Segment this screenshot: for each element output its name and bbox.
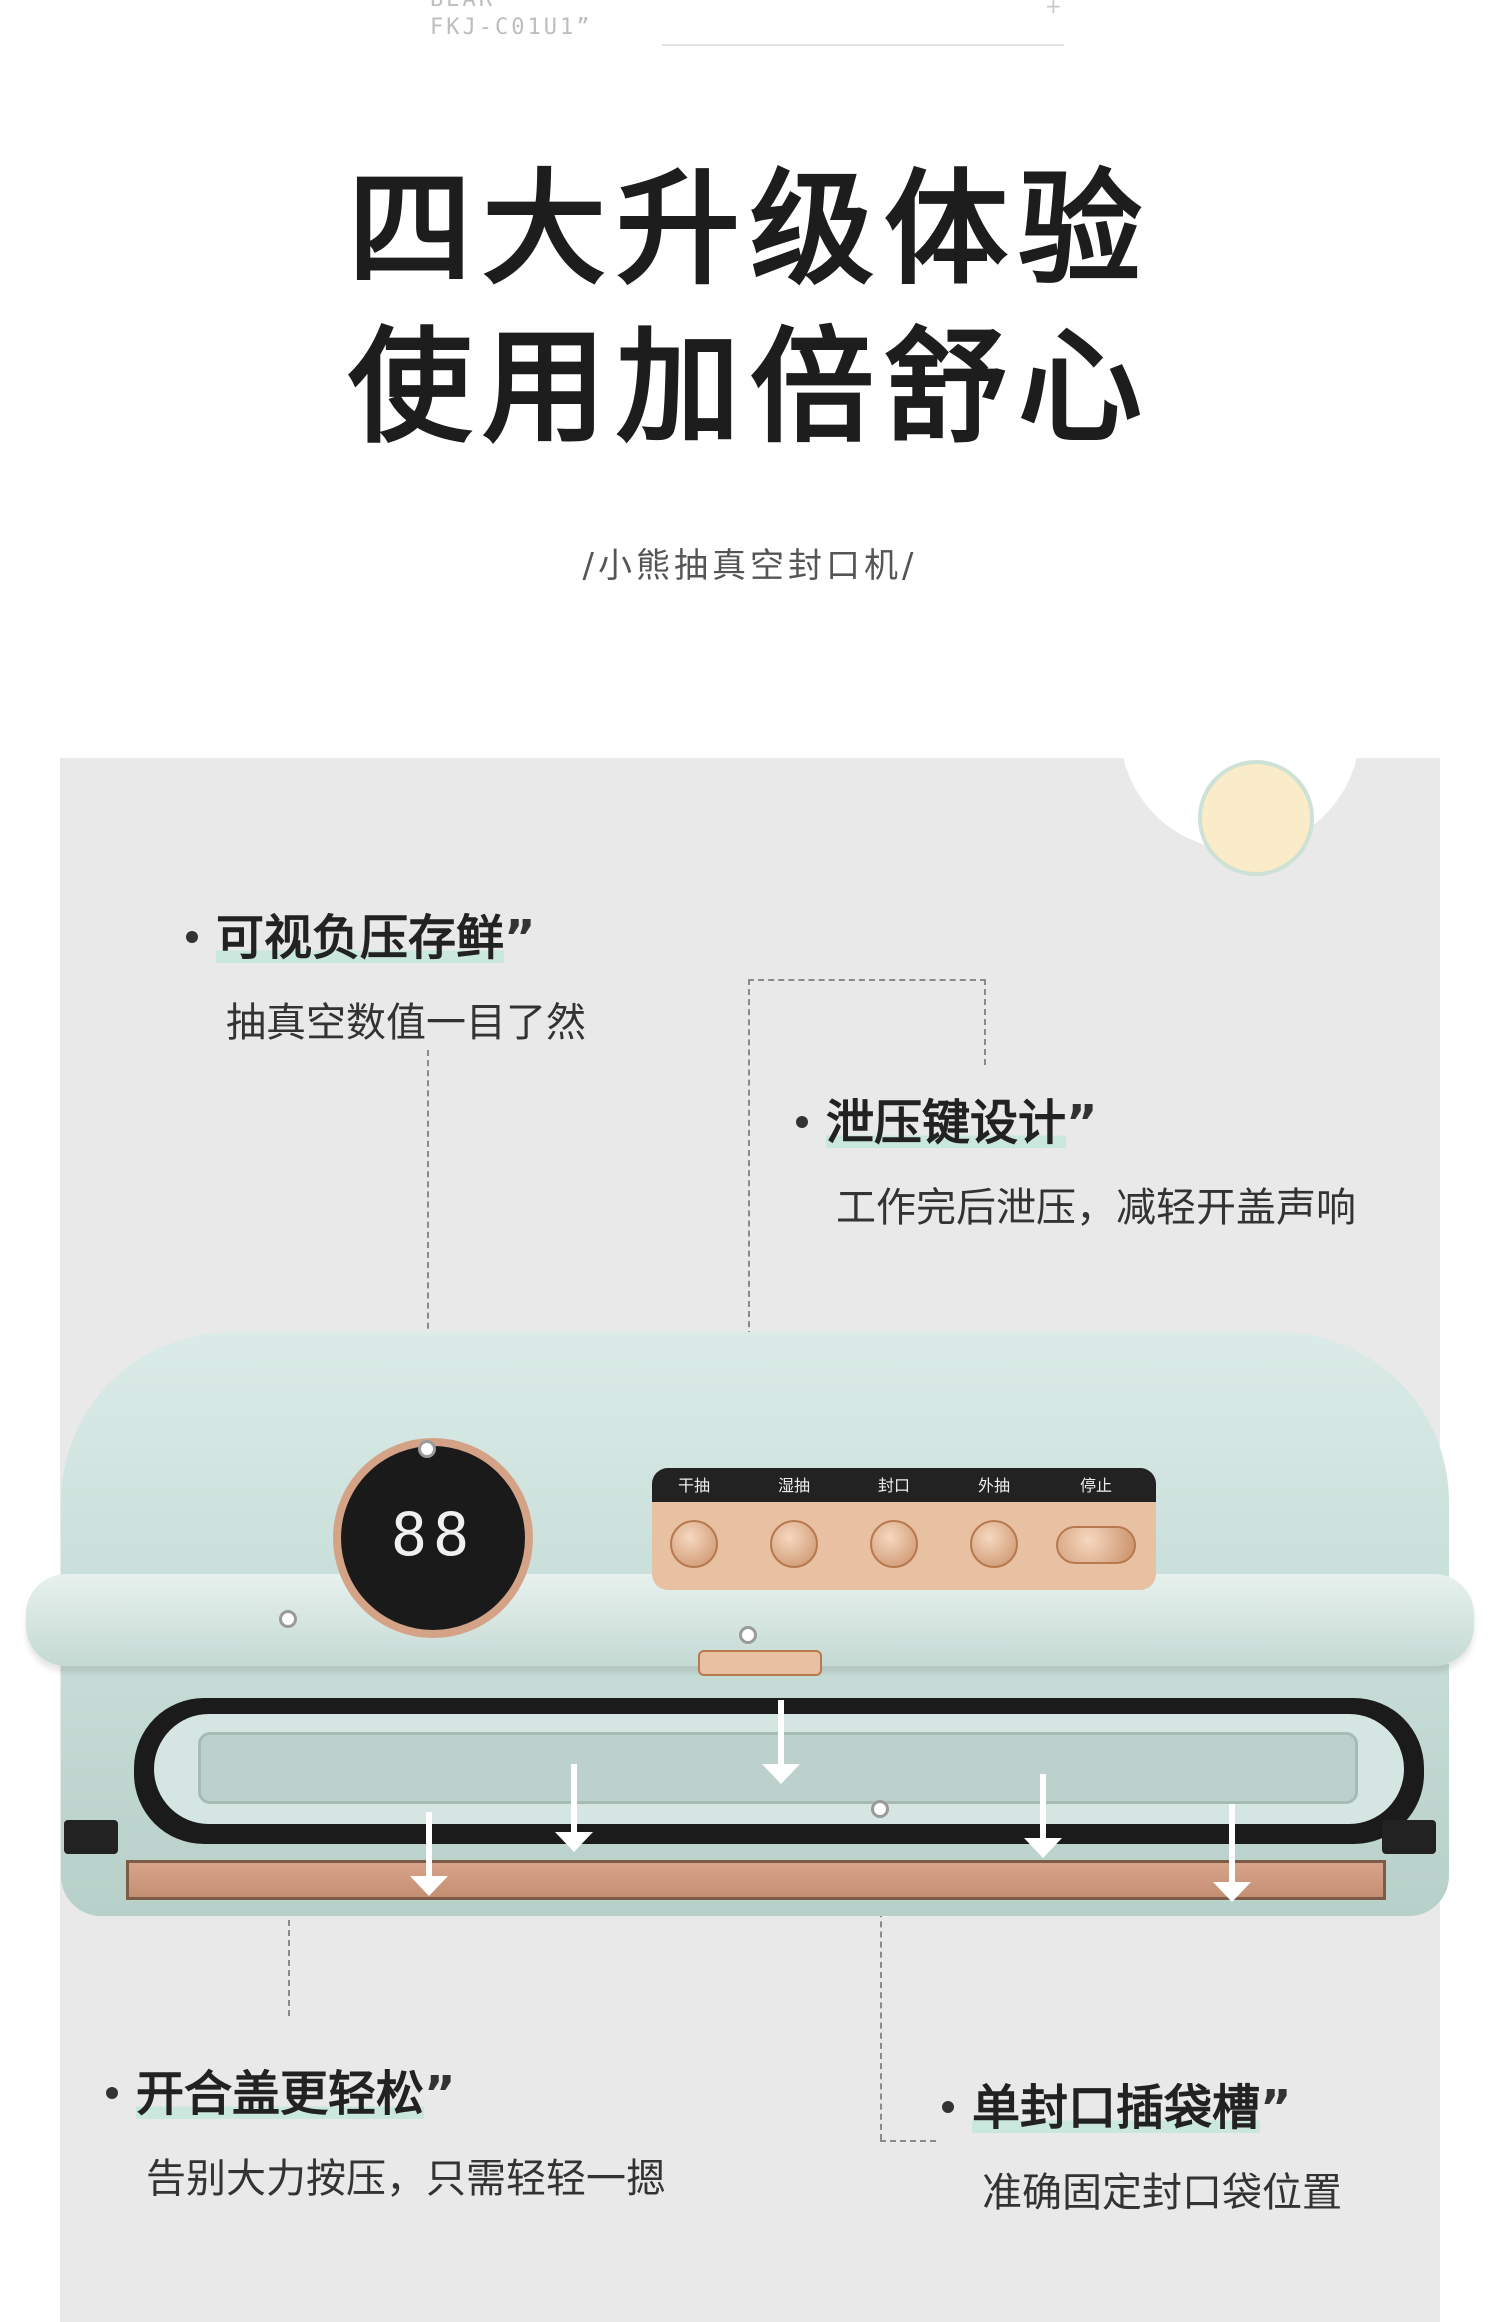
quote-mark: ” xyxy=(1260,2080,1292,2136)
feature-visual-vacuum: 可视负压存鲜” 抽真空数值一目了然 xyxy=(186,898,586,1048)
quote-mark: ” xyxy=(1066,1095,1098,1151)
feature-title: 单封口插袋槽 xyxy=(972,2080,1261,2136)
bullet-icon xyxy=(106,2087,118,2099)
feature-release-key: 泄压键设计” 工作完后泄压，减轻开盖声响 xyxy=(796,1083,1356,1233)
external-button xyxy=(970,1520,1018,1568)
sealing-strip xyxy=(126,1860,1386,1900)
control-panel: 干抽 湿抽 封口 外抽 停止 xyxy=(652,1468,1156,1590)
headline-line-2: 使用加倍舒心 xyxy=(347,316,1152,460)
callout-line-release-v2 xyxy=(984,979,986,1065)
arrow-down-icon xyxy=(555,1764,593,1852)
callout-pin-display xyxy=(418,1440,436,1458)
release-key xyxy=(698,1650,822,1676)
wet-vacuum-button xyxy=(770,1520,818,1568)
bullet-icon xyxy=(186,931,198,943)
plus-icon: + xyxy=(1045,0,1062,18)
callout-line-display xyxy=(427,1050,429,1450)
arrow-down-icon xyxy=(1213,1804,1251,1902)
model-number: FKJ-C01U1” xyxy=(430,15,593,40)
callout-pin-lid xyxy=(279,1610,297,1628)
arrow-down-icon xyxy=(1024,1774,1062,1858)
label-wet-vacuum: 湿抽 xyxy=(777,1476,810,1495)
vacuum-sealer-illustration: 88 干抽 湿抽 封口 外抽 停止 xyxy=(26,1324,1474,1924)
control-label-bar xyxy=(652,1468,1156,1502)
label-external: 外抽 xyxy=(977,1476,1010,1495)
label-stop: 停止 xyxy=(1079,1476,1112,1495)
headline-line-1: 四大升级体验 xyxy=(347,158,1152,302)
sun-icon xyxy=(1198,760,1314,876)
callout-pin-slot xyxy=(871,1800,889,1818)
feature-title: 可视负压存鲜 xyxy=(216,910,505,966)
callout-line-release-v1 xyxy=(748,979,750,1639)
label-dry-vacuum: 干抽 xyxy=(677,1476,710,1495)
left-latch xyxy=(64,1820,118,1854)
feature-desc: 准确固定封口袋位置 xyxy=(982,2170,1342,2216)
pressure-display: 88 xyxy=(333,1438,533,1638)
bullet-icon xyxy=(796,1116,808,1128)
display-digits: 88 xyxy=(390,1500,476,1570)
brand-name: BEAR xyxy=(430,0,592,14)
feature-desc: 工作完后泄压，减轻开盖声响 xyxy=(836,1185,1356,1231)
callout-pin-release xyxy=(739,1626,757,1644)
arrow-down-icon xyxy=(762,1700,800,1784)
feature-easy-lid: 开合盖更轻松” 告别大力按压，只需轻轻一摁 xyxy=(106,2054,666,2204)
feature-desc: 抽真空数值一目了然 xyxy=(226,1000,586,1046)
label-seal: 封口 xyxy=(877,1476,910,1495)
feature-bag-slot: 单封口插袋槽” 准确固定封口袋位置 xyxy=(942,2068,1342,2218)
dry-vacuum-button xyxy=(670,1520,718,1568)
product-subtitle: /小熊抽真空封口机/ xyxy=(582,546,918,586)
stop-button xyxy=(1056,1526,1136,1564)
header-divider xyxy=(662,44,1064,46)
right-latch xyxy=(1382,1820,1436,1854)
feature-desc: 告别大力按压，只需轻轻一摁 xyxy=(146,2156,666,2202)
arrow-down-icon xyxy=(410,1812,448,1896)
bullet-icon xyxy=(942,2101,954,2113)
seal-button xyxy=(870,1520,918,1568)
brand-label: BEAR FKJ-C01U1” xyxy=(430,0,592,42)
callout-line-slot-h xyxy=(880,2140,936,2142)
quote-mark: ” xyxy=(504,910,536,966)
quote-mark: ” xyxy=(424,2066,456,2122)
callout-line-slot-v xyxy=(880,1810,882,2140)
feature-title: 泄压键设计 xyxy=(826,1095,1067,1151)
callout-line-release-h xyxy=(748,979,986,981)
feature-title: 开合盖更轻松 xyxy=(136,2066,425,2122)
